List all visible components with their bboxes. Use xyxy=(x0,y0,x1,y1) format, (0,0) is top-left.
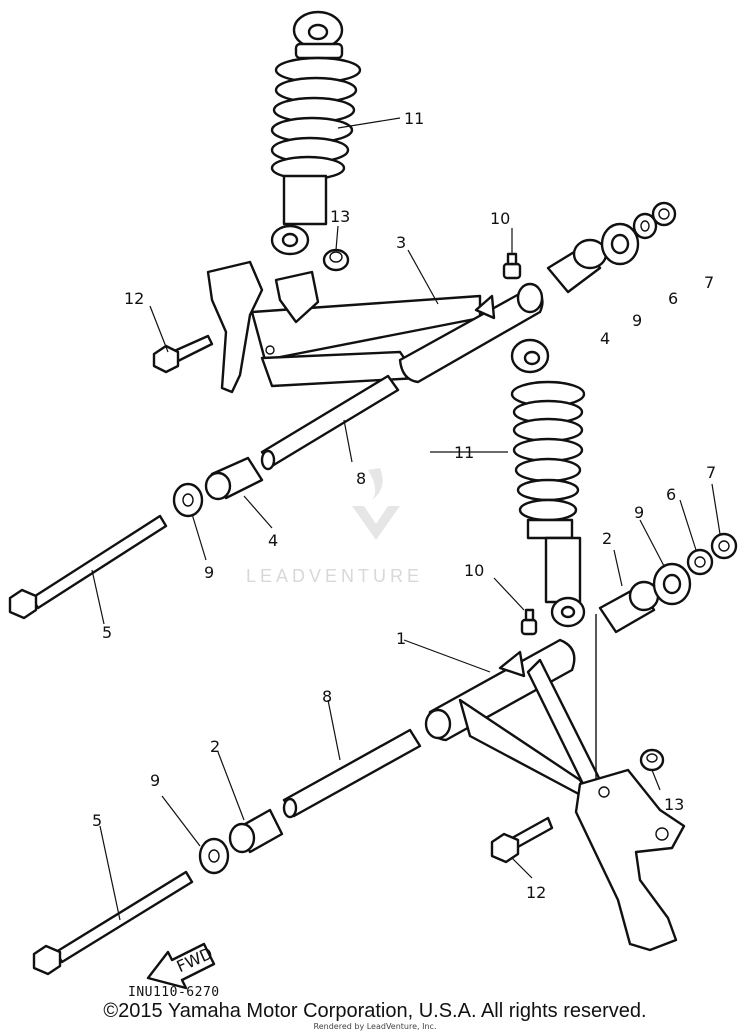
upper-right-seal-9[interactable] xyxy=(600,222,640,266)
lower-shock-absorber[interactable] xyxy=(510,338,586,628)
lower-right-nut-7[interactable] xyxy=(710,532,738,560)
callout-11-top: 11 xyxy=(404,109,424,128)
lower-grease-fitting[interactable] xyxy=(520,608,538,636)
fwd-arrow-icon: FWD xyxy=(146,942,216,990)
lower-right-seal-9[interactable] xyxy=(652,562,692,606)
lower-long-bolt-5[interactable] xyxy=(32,870,194,976)
callout-numbers: 11 13 10 3 12 4 9 6 7 11 8 4 9 5 7 6 9 2… xyxy=(92,109,716,902)
leader-lines xyxy=(91,117,721,921)
callout-5-upper: 5 xyxy=(102,623,112,642)
watermark-logo-icon xyxy=(352,506,400,540)
upper-long-bolt-5[interactable] xyxy=(8,514,168,620)
callout-3: 3 xyxy=(396,233,406,252)
lower-swing-arm[interactable] xyxy=(424,638,686,952)
watermark-text: LEADVENTURE xyxy=(246,566,423,586)
callout-2-right: 2 xyxy=(602,529,612,548)
upper-left-seal-9[interactable] xyxy=(172,482,204,518)
lower-pivot-shaft[interactable] xyxy=(282,728,422,819)
callout-9-lower: 9 xyxy=(150,771,160,790)
callout-5-lower: 5 xyxy=(92,811,102,830)
upper-swing-arm[interactable] xyxy=(206,260,544,394)
callout-6-mid: 6 xyxy=(666,485,676,504)
upper-pivot-shaft[interactable] xyxy=(260,374,400,471)
copyright-notice: ©2015 Yamaha Motor Corporation, U.S.A. A… xyxy=(103,1000,647,1022)
watermark-flame-icon xyxy=(368,468,383,500)
callout-9-left: 9 xyxy=(204,563,214,582)
callout-7-mid: 7 xyxy=(706,463,716,482)
lower-right-bushing-2[interactable] xyxy=(598,580,660,634)
upper-shock-absorber[interactable] xyxy=(270,10,362,256)
lower-left-bushing-2[interactable] xyxy=(228,808,284,854)
callout-4-left: 4 xyxy=(268,531,278,550)
lower-mount-nut[interactable] xyxy=(639,748,665,772)
callout-9-right: 9 xyxy=(632,311,642,330)
lower-right-washer-6[interactable] xyxy=(686,548,714,576)
callout-4-right: 4 xyxy=(600,329,610,348)
callout-9-mid: 9 xyxy=(634,503,644,522)
upper-mount-nut[interactable] xyxy=(322,248,350,272)
callout-13-lower: 13 xyxy=(664,795,684,814)
rendered-by-credit: Rendered by LeadVenture, Inc. xyxy=(313,1022,437,1031)
lower-left-seal-9[interactable] xyxy=(198,837,230,875)
callout-2-lower: 2 xyxy=(210,737,220,756)
upper-right-washer-6[interactable] xyxy=(632,212,658,240)
callout-8-lower: 8 xyxy=(322,687,332,706)
callout-6-right: 6 xyxy=(668,289,678,308)
upper-left-bushing-4[interactable] xyxy=(204,456,264,501)
callout-10-top: 10 xyxy=(490,209,510,228)
callout-8-upper: 8 xyxy=(356,469,366,488)
callout-13-top: 13 xyxy=(330,207,350,226)
leadventure-watermark: LEADVENTURE xyxy=(246,468,423,586)
callout-7-right: 7 xyxy=(704,273,714,292)
lower-mount-bolt[interactable] xyxy=(490,816,554,864)
callout-11-mid: 11 xyxy=(454,443,474,462)
upper-right-bushing-4[interactable] xyxy=(546,238,608,294)
callout-10-mid: 10 xyxy=(464,561,484,580)
callout-1: 1 xyxy=(396,629,406,648)
callout-12-lower: 12 xyxy=(526,883,546,902)
upper-mount-bolt[interactable] xyxy=(152,334,214,374)
diagram-code: INU110-6270 xyxy=(128,985,220,1000)
upper-right-nut-7[interactable] xyxy=(651,201,677,227)
upper-grease-fitting[interactable] xyxy=(502,252,522,280)
callout-12-top: 12 xyxy=(124,289,144,308)
